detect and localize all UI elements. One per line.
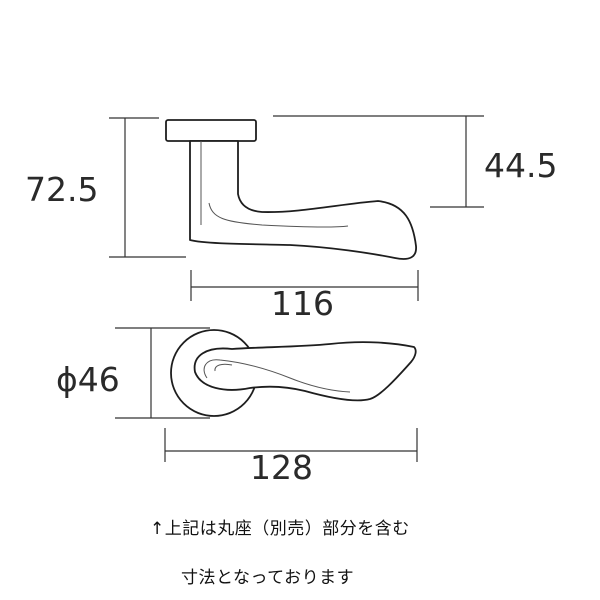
note-line-2: 寸法となっております xyxy=(181,568,355,588)
top-view xyxy=(170,329,417,417)
rose-plate-side xyxy=(165,119,257,142)
overall-height-dimension: 72.5 xyxy=(25,117,186,258)
side-length-label: 116 xyxy=(271,284,334,323)
top-length-dimension: 128 xyxy=(164,428,418,487)
side-view xyxy=(165,119,417,260)
lever-side-groove xyxy=(208,202,349,228)
note-line-1: ↑上記は丸座（別売）部分を含む xyxy=(150,519,410,539)
rose-diameter-label: ϕ46 xyxy=(56,360,120,399)
top-length-label: 128 xyxy=(250,448,313,487)
lever-top-profile xyxy=(193,341,417,402)
rose-height-dimension: 44.5 xyxy=(273,115,557,208)
lever-side-profile xyxy=(189,140,417,260)
rose-diameter-dimension: ϕ46 xyxy=(56,327,210,419)
side-length-dimension: 116 xyxy=(190,270,419,323)
lever-top-swirl xyxy=(203,359,351,393)
lever-top-swirl-inner xyxy=(214,363,233,372)
overall-height-label: 72.5 xyxy=(25,170,98,209)
rose-height-label: 44.5 xyxy=(484,146,557,185)
